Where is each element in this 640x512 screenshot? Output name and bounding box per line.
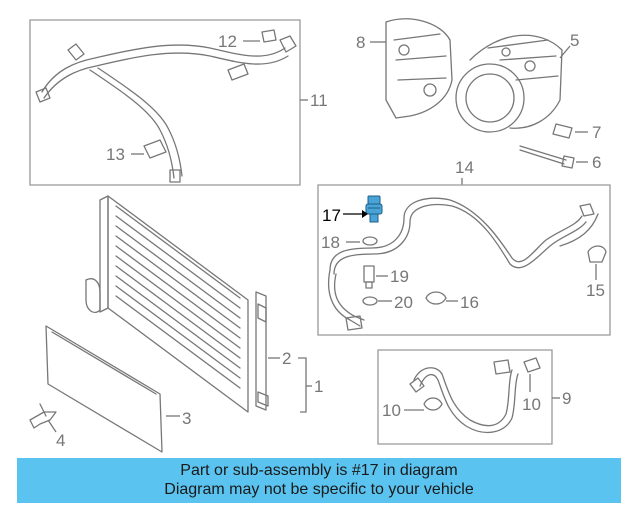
callout-8: 8 — [356, 33, 365, 52]
line-assembly-14 — [327, 197, 599, 331]
callout-11: 11 — [310, 91, 328, 110]
part-7 — [552, 123, 573, 139]
banner-line-1: Part or sub-assembly is #17 in diagram — [180, 462, 458, 479]
parts-diagram: 12 13 11 8 5 7 6 14 — [29, 18, 611, 453]
banner-line-2: Diagram may not be specific to your vehi… — [164, 481, 474, 498]
callout-16: 16 — [460, 293, 479, 312]
clamp-15 — [587, 245, 607, 263]
callout-1: 1 — [314, 377, 323, 396]
callout-14: 14 — [455, 158, 474, 177]
callout-10a: 10 — [382, 401, 401, 420]
o-ring-18 — [362, 236, 378, 246]
valve-19 — [363, 265, 375, 289]
pressure-switch-17 — [365, 195, 383, 223]
clip-16 — [425, 291, 447, 305]
compressor-5 — [455, 34, 563, 133]
callout-15: 15 — [586, 281, 605, 300]
seal-3 — [45, 325, 163, 453]
callout-4: 4 — [56, 431, 65, 450]
info-banner: Part or sub-assembly is #17 in diagram D… — [17, 458, 621, 503]
callout-19: 19 — [390, 267, 409, 286]
callout-5: 5 — [570, 31, 579, 50]
hose-assembly-9 — [409, 357, 541, 434]
callout-10b: 10 — [522, 395, 541, 414]
callout-17: 17 — [322, 206, 341, 225]
callout-13: 13 — [106, 145, 125, 164]
hose-assembly-11 — [29, 19, 301, 186]
bracket-4 — [29, 403, 57, 429]
compressor-bracket-8 — [385, 18, 453, 119]
callout-3: 3 — [182, 409, 191, 428]
leader-17-arrow — [362, 210, 368, 218]
callout-12: 12 — [218, 32, 237, 51]
callout-20: 20 — [394, 293, 413, 312]
leader-4 — [47, 419, 57, 433]
bolt-6 — [519, 145, 575, 169]
callout-7: 7 — [592, 123, 601, 142]
condenser-1 — [85, 195, 269, 413]
leader-1 — [298, 357, 307, 413]
callout-6: 6 — [592, 153, 601, 172]
callout-18: 18 — [321, 233, 340, 252]
callout-2: 2 — [282, 349, 291, 368]
callout-9: 9 — [562, 389, 571, 408]
leader-5 — [559, 45, 571, 59]
o-ring-20 — [362, 296, 378, 306]
